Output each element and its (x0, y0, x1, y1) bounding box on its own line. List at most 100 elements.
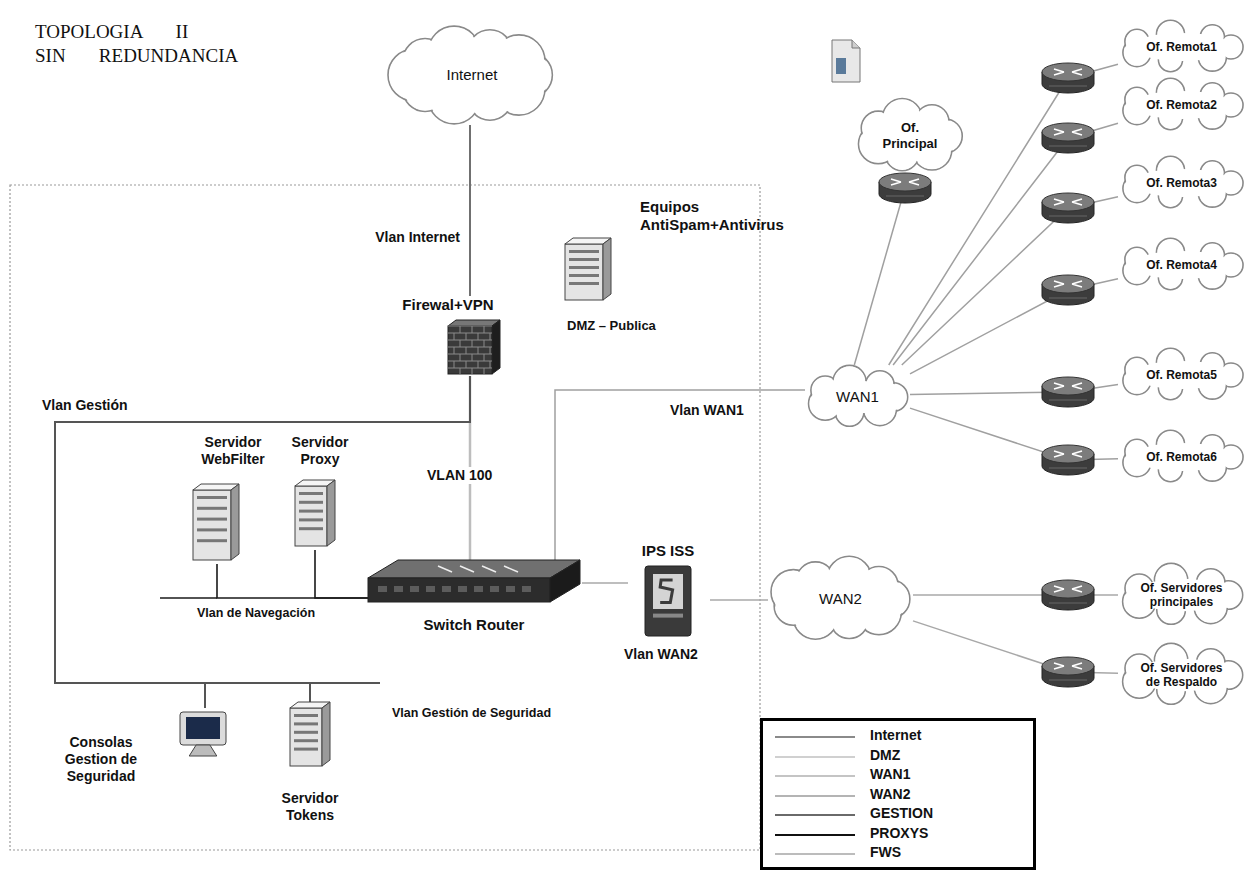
legend-text: WAN1 (870, 766, 910, 783)
server-slot (299, 510, 323, 513)
cloud: Of. Remota3 (1118, 156, 1245, 210)
router-icon (1042, 275, 1094, 305)
server-slot (294, 714, 318, 717)
server-slot (294, 748, 318, 751)
server-slot (299, 527, 323, 530)
device-icon (645, 566, 691, 636)
router-icon (1042, 123, 1094, 153)
legend-row: PROXYS (763, 825, 1033, 845)
brick-line (460, 326, 461, 333)
ips-panel (653, 574, 683, 609)
cloud-fill (1124, 645, 1242, 704)
brick-line (466, 361, 467, 368)
server-slot (569, 282, 599, 285)
node-label: Of. Remota2 (1146, 98, 1217, 112)
node-label: Of. Remota4 (1146, 258, 1217, 272)
cloud-outline (1123, 430, 1243, 481)
legend-sample (773, 846, 863, 862)
node-label: Of. Remota1 (1146, 40, 1217, 54)
legend-text: FWS (870, 844, 901, 861)
cloud-fill (1124, 22, 1242, 71)
switch-arrow (482, 566, 496, 572)
brick-line (478, 347, 479, 354)
switch-port (378, 586, 387, 592)
switch-port (442, 586, 451, 592)
ips-mark (660, 580, 672, 602)
ips-body (645, 566, 691, 636)
server-slot (197, 518, 227, 521)
cloud-outline (1123, 20, 1243, 71)
cloud-core (1131, 33, 1232, 61)
legend-sample (773, 768, 863, 784)
brick-line (490, 347, 491, 354)
server-slot (294, 731, 318, 734)
network-link (710, 599, 768, 601)
device-icon (448, 320, 500, 374)
brick-line (454, 361, 455, 368)
node-label: Of. Principal (875, 120, 945, 151)
document-icon (832, 40, 860, 82)
legend-row: WAN2 (763, 786, 1033, 806)
brick-line (490, 361, 491, 368)
legend-line (775, 736, 855, 738)
network-link (889, 64, 1118, 365)
cloud: Of. Servidores principales (1118, 563, 1245, 627)
node-label: Of. Remota5 (1146, 368, 1217, 382)
cloud-outline (1123, 563, 1243, 624)
node-label: Of. Servidores principales (1137, 581, 1227, 610)
brick-line (448, 347, 492, 348)
brick-line (484, 326, 485, 333)
cloud-fill (1124, 80, 1242, 129)
server-slot (299, 518, 323, 521)
server-node: Servidor WebFilter (188, 434, 280, 564)
router-icon (879, 173, 931, 203)
cloud-outline (1123, 238, 1243, 289)
legend-sample (773, 827, 863, 843)
switch-port (394, 586, 403, 592)
node-label: Of. Remota6 (1146, 450, 1217, 464)
cloud-fill (389, 27, 551, 122)
document-fold (852, 40, 860, 48)
network-link (902, 197, 1118, 365)
cloud-outline (1123, 348, 1243, 399)
brick-line (460, 368, 461, 374)
device-icon (180, 712, 226, 756)
zone-border (10, 185, 760, 850)
switch-port (490, 586, 499, 592)
node-label: Switch Router (368, 616, 580, 634)
node-label: Servidor Tokens (268, 790, 352, 824)
device-icon (368, 560, 580, 602)
cloud-fill (1124, 432, 1242, 481)
ips-stripe (653, 614, 683, 618)
router-icon (1042, 580, 1094, 610)
server-slot (197, 496, 227, 499)
server-slot (569, 266, 599, 269)
cloud-outline (771, 556, 910, 639)
network-link (315, 550, 368, 598)
switch-side (550, 560, 580, 602)
cloud-fill (1124, 565, 1242, 624)
legend-line (775, 795, 855, 797)
connector-group (55, 64, 1118, 708)
vlan-label: Vlan Gestión (40, 397, 130, 414)
cloud-fill (1124, 158, 1242, 207)
server-front (290, 708, 322, 766)
cloud-fill (772, 558, 908, 639)
legend-line (775, 814, 855, 816)
switch-port (474, 586, 483, 592)
node-label: IPS ISS (628, 542, 708, 560)
node-label: Servidor Proxy (282, 434, 358, 468)
brick-line (448, 326, 492, 327)
legend-row: GESTION (763, 805, 1033, 825)
vlan-label: Vlan Internet (373, 229, 462, 246)
brick-line (466, 347, 467, 354)
cloud-outline (388, 26, 552, 124)
node-label: Of. Remota3 (1146, 176, 1217, 190)
cloud-core (1134, 659, 1230, 692)
server-slot (299, 501, 323, 504)
server-node: Servidor Proxy (282, 434, 360, 550)
vlan-label: Vlan Gestión de Seguridad (390, 706, 553, 721)
node-label: Firewal+VPN (378, 296, 518, 314)
cloud-outline (1123, 156, 1243, 207)
